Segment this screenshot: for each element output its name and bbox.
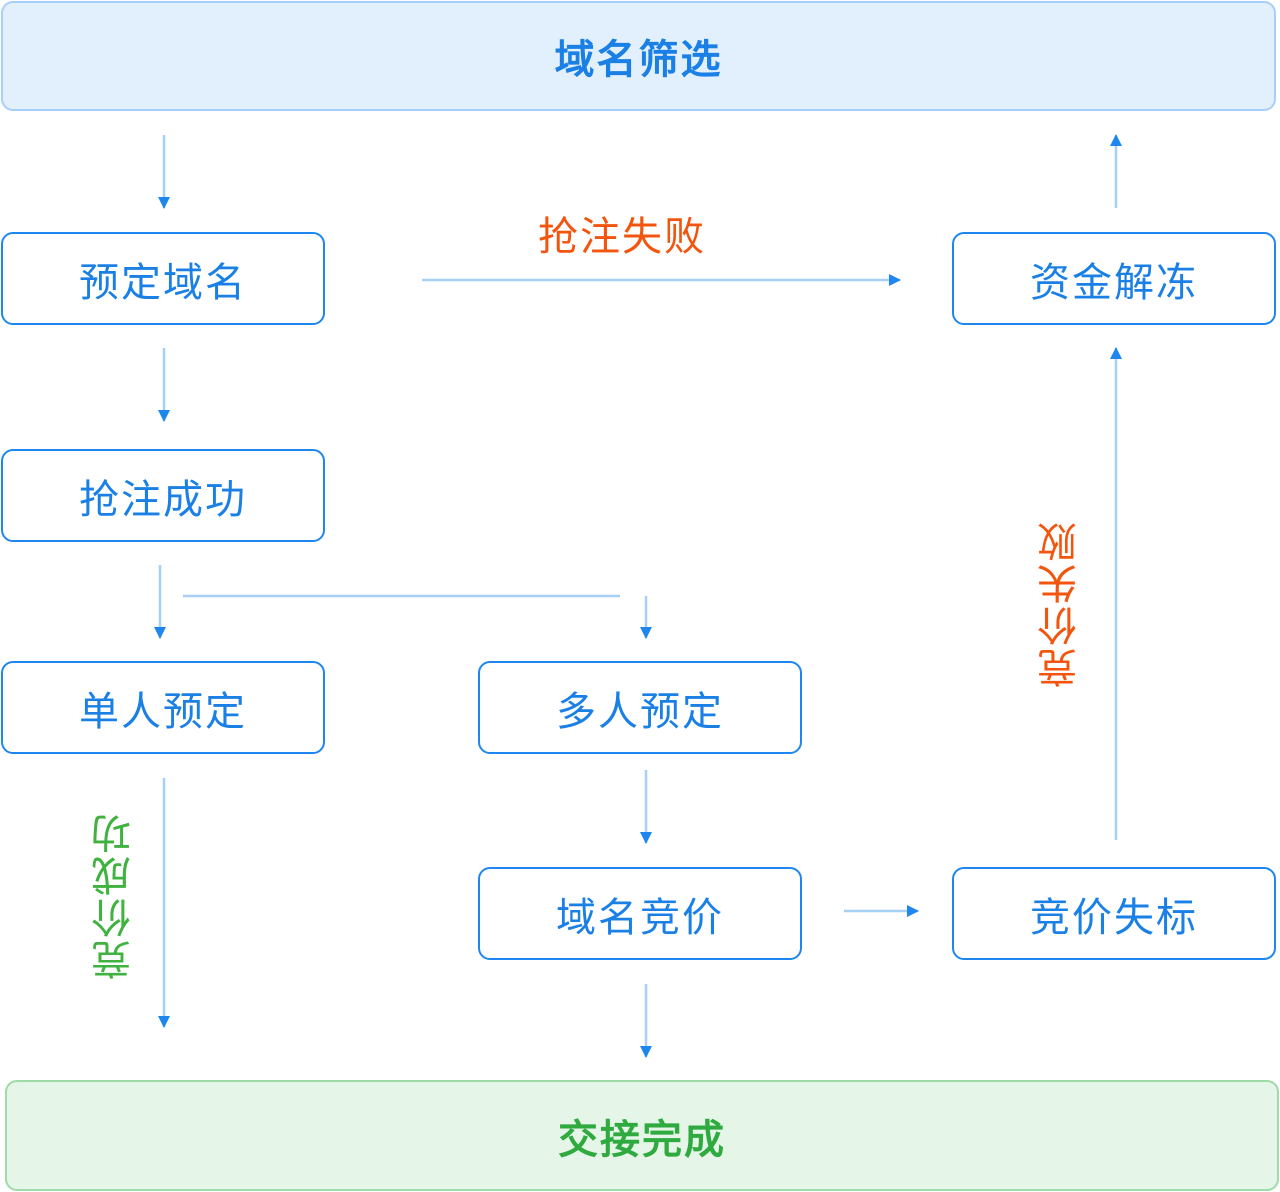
node-single: 单人预定 <box>1 661 325 754</box>
label-bid-success: 竞价成功 <box>92 812 138 980</box>
node-filter: 域名筛选 <box>1 1 1276 111</box>
node-auction: 域名竞价 <box>478 867 802 960</box>
label-bid-fail: 竞价失败 <box>1038 520 1084 688</box>
node-unfreeze: 资金解冻 <box>952 232 1276 325</box>
label-grab-fail: 抢注失败 <box>538 214 706 260</box>
node-reserve: 预定域名 <box>1 232 325 325</box>
node-lose-bid: 竞价失标 <box>952 867 1276 960</box>
node-grab-success: 抢注成功 <box>1 449 325 542</box>
node-complete: 交接完成 <box>5 1080 1279 1191</box>
node-multi: 多人预定 <box>478 661 802 754</box>
